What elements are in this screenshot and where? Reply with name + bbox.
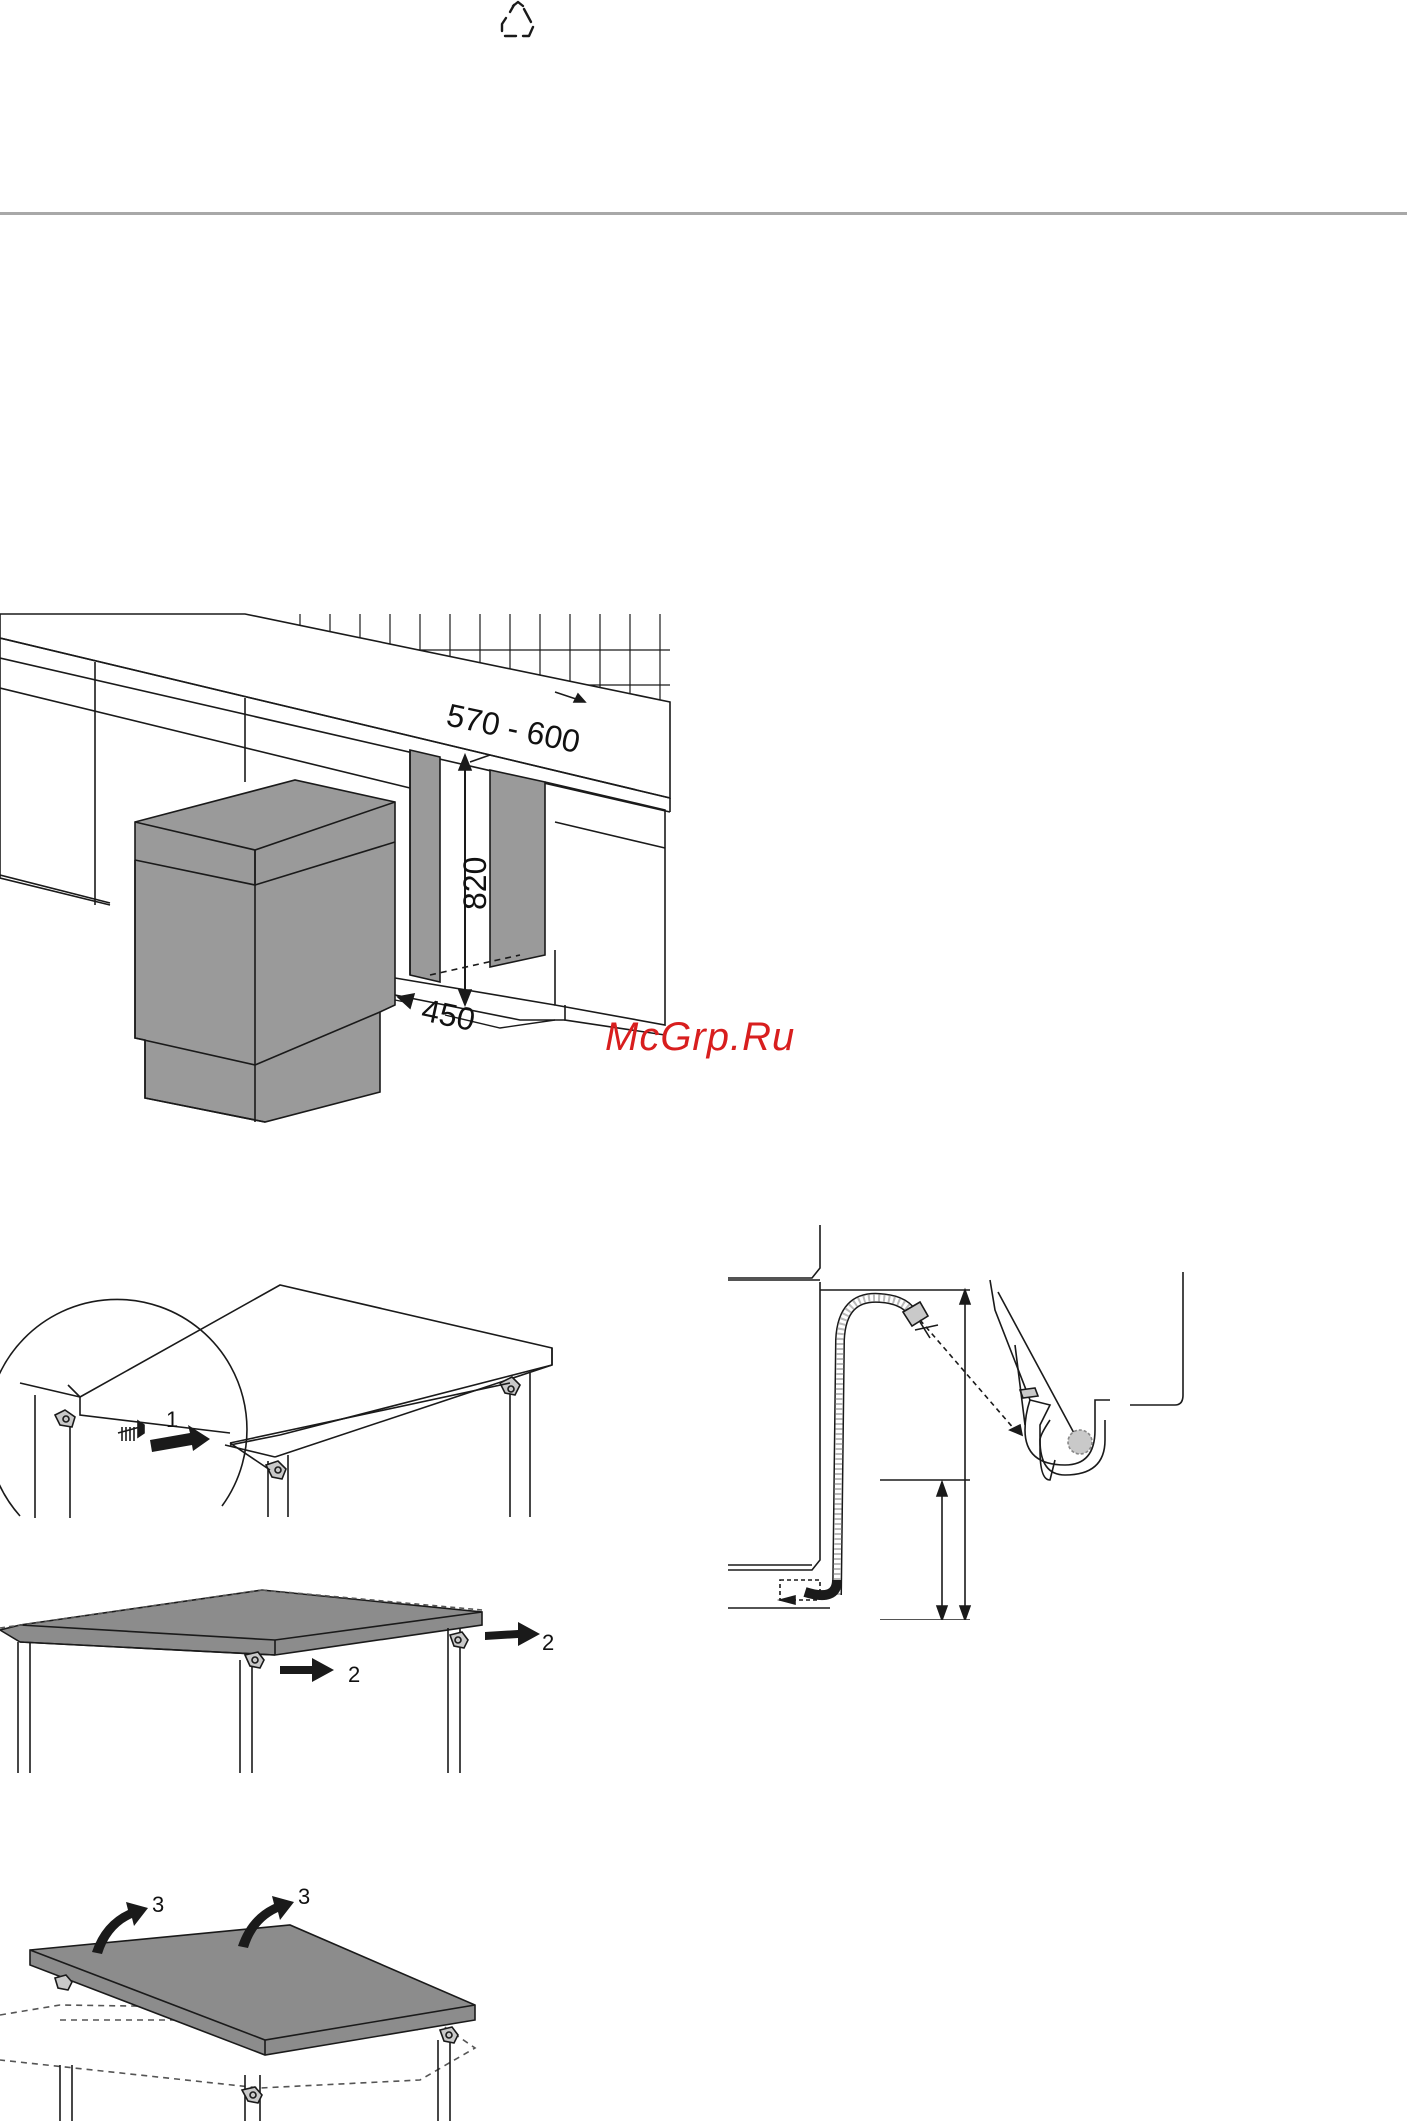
watermark: McGrp.Ru — [605, 1015, 795, 1060]
niche-depth-label: 450 — [419, 992, 479, 1038]
niche-dimensions-figure: 570 - 600 820 450 — [0, 610, 680, 1140]
step3b-label: 3 — [298, 1884, 310, 1909]
recycle-icon — [496, 0, 540, 42]
step2b-arrow-icon — [485, 1622, 540, 1646]
step3a-label: 3 — [152, 1892, 164, 1917]
niche-height-label: 820 — [457, 857, 493, 910]
worktop-step1-figure: 1 — [0, 1265, 560, 1525]
step2a-arrow-icon — [280, 1658, 334, 1682]
step1-label: 1 — [166, 1407, 178, 1432]
worktop-step2-figure: 2 2 — [0, 1580, 580, 1780]
step2a-label: 2 — [348, 1662, 360, 1687]
worktop-step3-figure: 3 3 — [0, 1880, 560, 2121]
step2b-label: 2 — [542, 1630, 554, 1655]
section-divider — [0, 212, 1407, 215]
drain-hose-figure — [720, 1220, 1210, 1620]
